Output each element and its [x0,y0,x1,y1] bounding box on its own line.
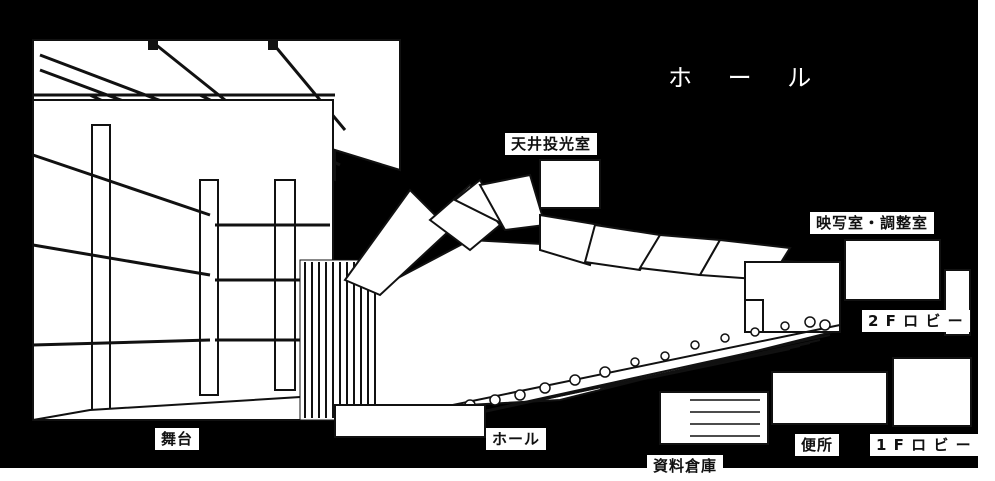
label-2f-lobby: 2 F ロ ビ ー [862,310,970,332]
label-1f-lobby: 1 F ロ ビ ー [870,434,978,456]
diagram-title: ホ ー ル [668,64,826,92]
label-toilet: 便所 [795,434,840,456]
label-ceiling-projection-room: 天井投光室 [505,133,598,155]
room-toilet [771,371,888,425]
page-margin-bottom [0,468,995,481]
label-projection-control-room: 映写室・調整室 [810,212,935,234]
exit-door [744,299,764,333]
archive-shelves [690,399,760,437]
beam-block-2 [268,40,278,50]
label-stage: 舞台 [155,428,200,450]
page-margin-right [978,0,995,481]
label-archive-storage: 資料倉庫 [647,455,724,477]
projection-control-room [844,239,941,301]
ceiling-projection-room-box [539,159,601,209]
room-1f-lobby [892,357,972,427]
label-hall: ホール [486,428,547,450]
front-stage-edge [334,404,486,438]
beam-block-1 [148,40,158,50]
